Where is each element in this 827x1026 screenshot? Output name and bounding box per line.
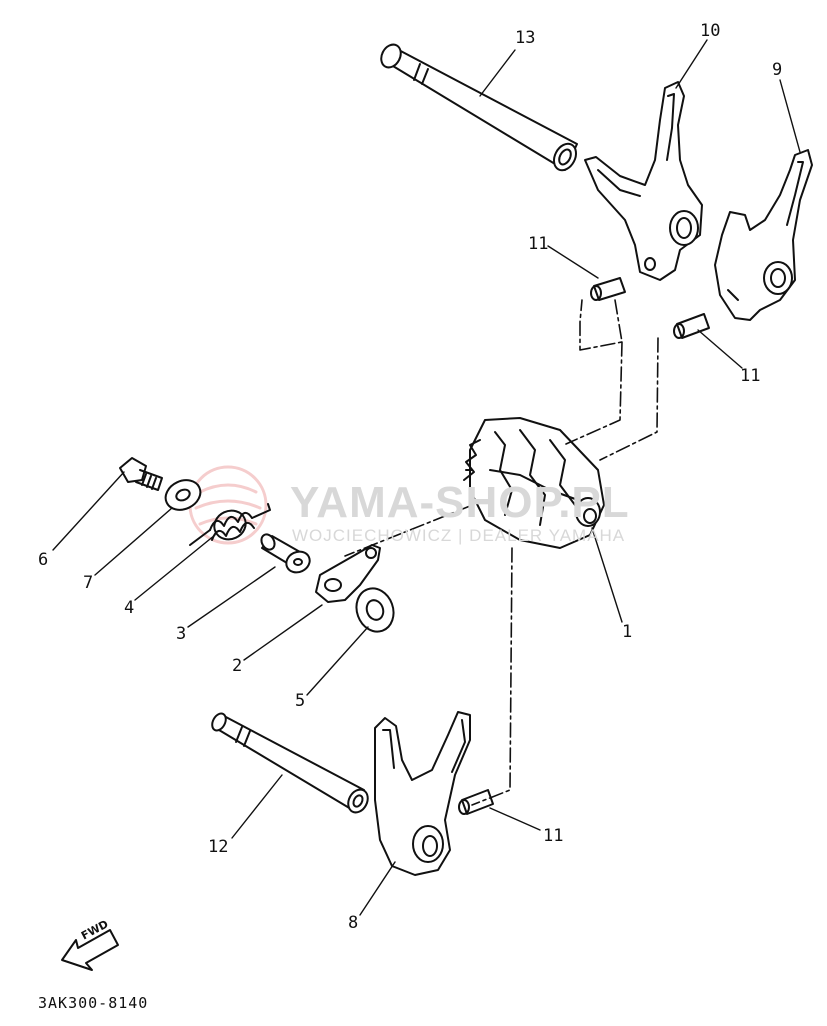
callout-5: 5 [295,691,306,711]
part-8-shift-fork [374,711,471,876]
callout-11-upper-right: 11 [740,366,761,386]
part-7-washer [164,479,202,511]
part-5-washer [355,587,395,633]
part-11-guide-pin-b [673,313,710,339]
leader-lines [52,39,801,916]
callout-1: 1 [622,622,633,642]
callout-11-lower: 11 [543,826,564,846]
assembly-center-lines [344,299,659,806]
part-13-shift-fork-shaft [380,43,578,172]
callout-6: 6 [38,550,49,570]
fwd-arrow-icon [61,929,119,971]
watermark-tagline: WOJCIECHOWICZ | DEALER YAMAHA [292,526,626,545]
drawing-code: 3AK300-8140 [38,994,149,1012]
part-2-stopper-lever [315,544,381,603]
callout-13: 13 [515,28,536,48]
callout-11-upper-left: 11 [528,234,549,254]
part-6-bolt [119,457,163,491]
part-3-collar [260,533,311,574]
part-11-guide-pin-a [590,277,626,301]
callout-12: 12 [208,837,229,857]
callout-7: 7 [83,573,94,593]
callout-4: 4 [124,598,135,618]
part-10-shift-fork [584,81,703,281]
part-1-shift-drum [463,417,605,549]
callout-8: 8 [348,913,359,933]
part-4-torsion-spring [189,503,271,546]
part-12-shift-fork-shaft [211,712,369,814]
part-11-guide-pin-c [458,789,494,815]
callout-10: 10 [700,21,721,41]
callout-2: 2 [232,656,243,676]
callout-9: 9 [772,60,783,80]
watermark-brand: YAMA-SHOP.PL [290,478,630,527]
part-9-shift-fork [714,149,813,321]
callout-3: 3 [176,624,187,644]
